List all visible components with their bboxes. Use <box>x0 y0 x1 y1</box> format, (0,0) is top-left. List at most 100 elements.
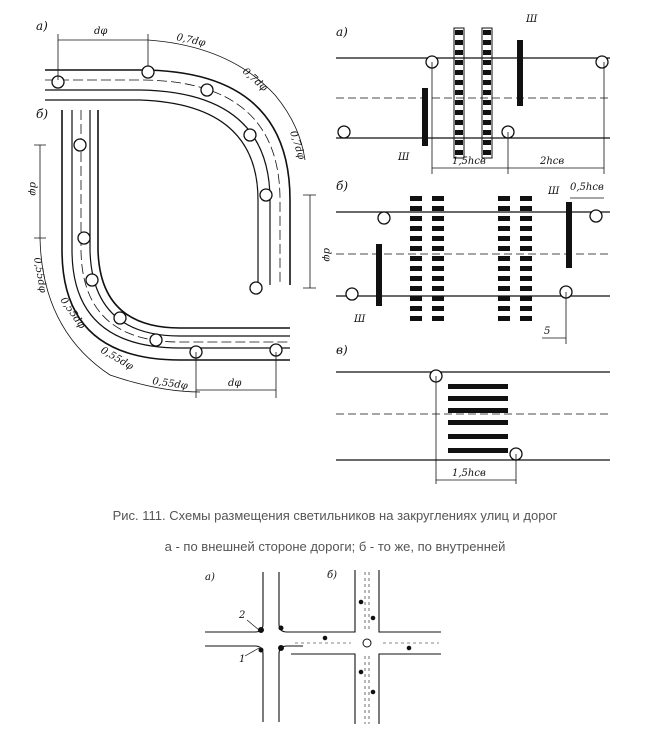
zebra-a <box>453 27 493 159</box>
side-right-label: dφ <box>321 248 332 261</box>
zebra-stripe <box>455 30 463 35</box>
zebra-stripe <box>483 60 491 65</box>
crossing-b-mark-bottom: Ш <box>353 314 366 325</box>
zebra-stripe <box>520 286 532 291</box>
zebra-stripe <box>498 286 510 291</box>
crossing-c-dim: 1,5hсв <box>452 468 486 479</box>
zebra-stripe <box>410 256 422 261</box>
zebra-stripe <box>455 130 463 135</box>
arc-label-3: 0,7dφ <box>287 130 307 161</box>
zebra-stripe <box>520 216 532 221</box>
zebra-stripe <box>498 316 510 321</box>
zebra-stripe <box>520 196 532 201</box>
caption-line-2: а - по внешней стороне дороги; б - то же… <box>164 539 506 554</box>
zebra-stripe <box>455 70 463 75</box>
crossing-c-label: в) <box>336 343 348 357</box>
crossing-b-label: б) <box>336 179 348 193</box>
zebra-stripe <box>455 120 463 125</box>
zebra-stripe <box>432 206 444 211</box>
crossing-b-diagram <box>336 197 610 344</box>
zebra-stripe <box>455 140 463 145</box>
zebra-stripe <box>498 196 510 201</box>
inner-arc-label-1: 0,55dφ <box>31 257 48 294</box>
inner-arc-label-4: 0,55dφ <box>152 376 189 392</box>
zebra-stripe <box>483 120 491 125</box>
zebra-stripe <box>498 236 510 241</box>
zebra-stripe <box>455 110 463 115</box>
zebra-stripe <box>520 256 532 261</box>
zebra-stripe <box>432 256 444 261</box>
zebra-stripe <box>410 276 422 281</box>
crossing-c-diagram <box>336 369 610 484</box>
zebra-stripe <box>432 246 444 251</box>
zebra-stripe <box>498 206 510 211</box>
zebra-stripe <box>410 286 422 291</box>
zebra-stripe <box>520 226 532 231</box>
crossing-a-mark-bottom: Ш <box>397 152 410 163</box>
zebra-stripe <box>432 266 444 271</box>
zebra-stripe <box>498 216 510 221</box>
zebra-stripe <box>410 306 422 311</box>
zebra-stripe <box>520 266 532 271</box>
zebra-stripe <box>432 276 444 281</box>
zebra-stripe <box>498 266 510 271</box>
zebra-stripe <box>498 226 510 231</box>
zebra-stripe <box>432 196 444 201</box>
zebra-stripe <box>410 236 422 241</box>
zebra-stripe <box>520 306 532 311</box>
zebra-stripe <box>432 296 444 301</box>
zebra-stripe <box>410 226 422 231</box>
zebra-stripe <box>432 316 444 321</box>
zebra-stripe <box>483 90 491 95</box>
zebra-stripe <box>483 70 491 75</box>
zebra-stripe <box>448 408 508 413</box>
main-figure: а) б) dφ 0,7dφ 0,7dφ 0,7dφ dφ dφ 0,55dφ … <box>27 14 610 484</box>
curved-road-diagram <box>34 34 316 398</box>
crossing-a-mark-top: Ш <box>525 14 538 25</box>
zebra-stripe <box>498 246 510 251</box>
dim-bottom-right-label: dφ <box>228 378 241 389</box>
zebra-stripe <box>448 448 508 453</box>
crossing-a-dim1: 1,5hсв <box>452 156 486 167</box>
intersection-a <box>205 572 303 722</box>
zebra-stripe <box>410 196 422 201</box>
zebra-stripe <box>432 226 444 231</box>
label-b-left: б) <box>36 107 48 121</box>
zebra-stripe <box>448 384 508 389</box>
zebra-stripe <box>410 206 422 211</box>
caption-line-1: Рис. 111. Схемы размещения светильников … <box>112 508 558 523</box>
label-a-left: а) <box>36 19 48 33</box>
side-top-label: dφ <box>27 182 38 195</box>
zebra-stripe <box>483 50 491 55</box>
zebra-stripe <box>410 216 422 221</box>
arc-label-2: 0,7dφ <box>240 66 269 94</box>
zebra-stripe <box>432 306 444 311</box>
zebra-a-stripes <box>455 30 491 155</box>
crossing-a-diagram <box>336 27 610 174</box>
zebra-stripe <box>483 140 491 145</box>
zebra-stripe <box>520 246 532 251</box>
zebra-stripe <box>483 30 491 35</box>
crossing-a-label: а) <box>336 25 348 39</box>
zebra-stripe <box>520 316 532 321</box>
zebra-stripe <box>498 276 510 281</box>
zebra-stripe <box>448 396 508 401</box>
zebra-stripe <box>432 216 444 221</box>
zebra-stripe <box>432 286 444 291</box>
zebra-stripe <box>483 130 491 135</box>
zebra-stripe <box>498 256 510 261</box>
zebra-stripe <box>483 100 491 105</box>
zebra-stripe <box>498 296 510 301</box>
zebra-stripe <box>455 50 463 55</box>
zebra-stripe <box>520 236 532 241</box>
intersection-b <box>291 570 441 724</box>
dim-top-label: dφ <box>94 26 107 37</box>
zebra-stripe <box>520 206 532 211</box>
zebra-stripe <box>455 40 463 45</box>
zebra-stripe <box>455 150 463 155</box>
zebra-stripe <box>520 276 532 281</box>
zebra-stripe <box>410 266 422 271</box>
zebra-stripe <box>498 306 510 311</box>
crossing-a-dim2: 2hсв <box>539 156 564 167</box>
crossing-b-dim-bottom: 5 <box>544 326 550 337</box>
